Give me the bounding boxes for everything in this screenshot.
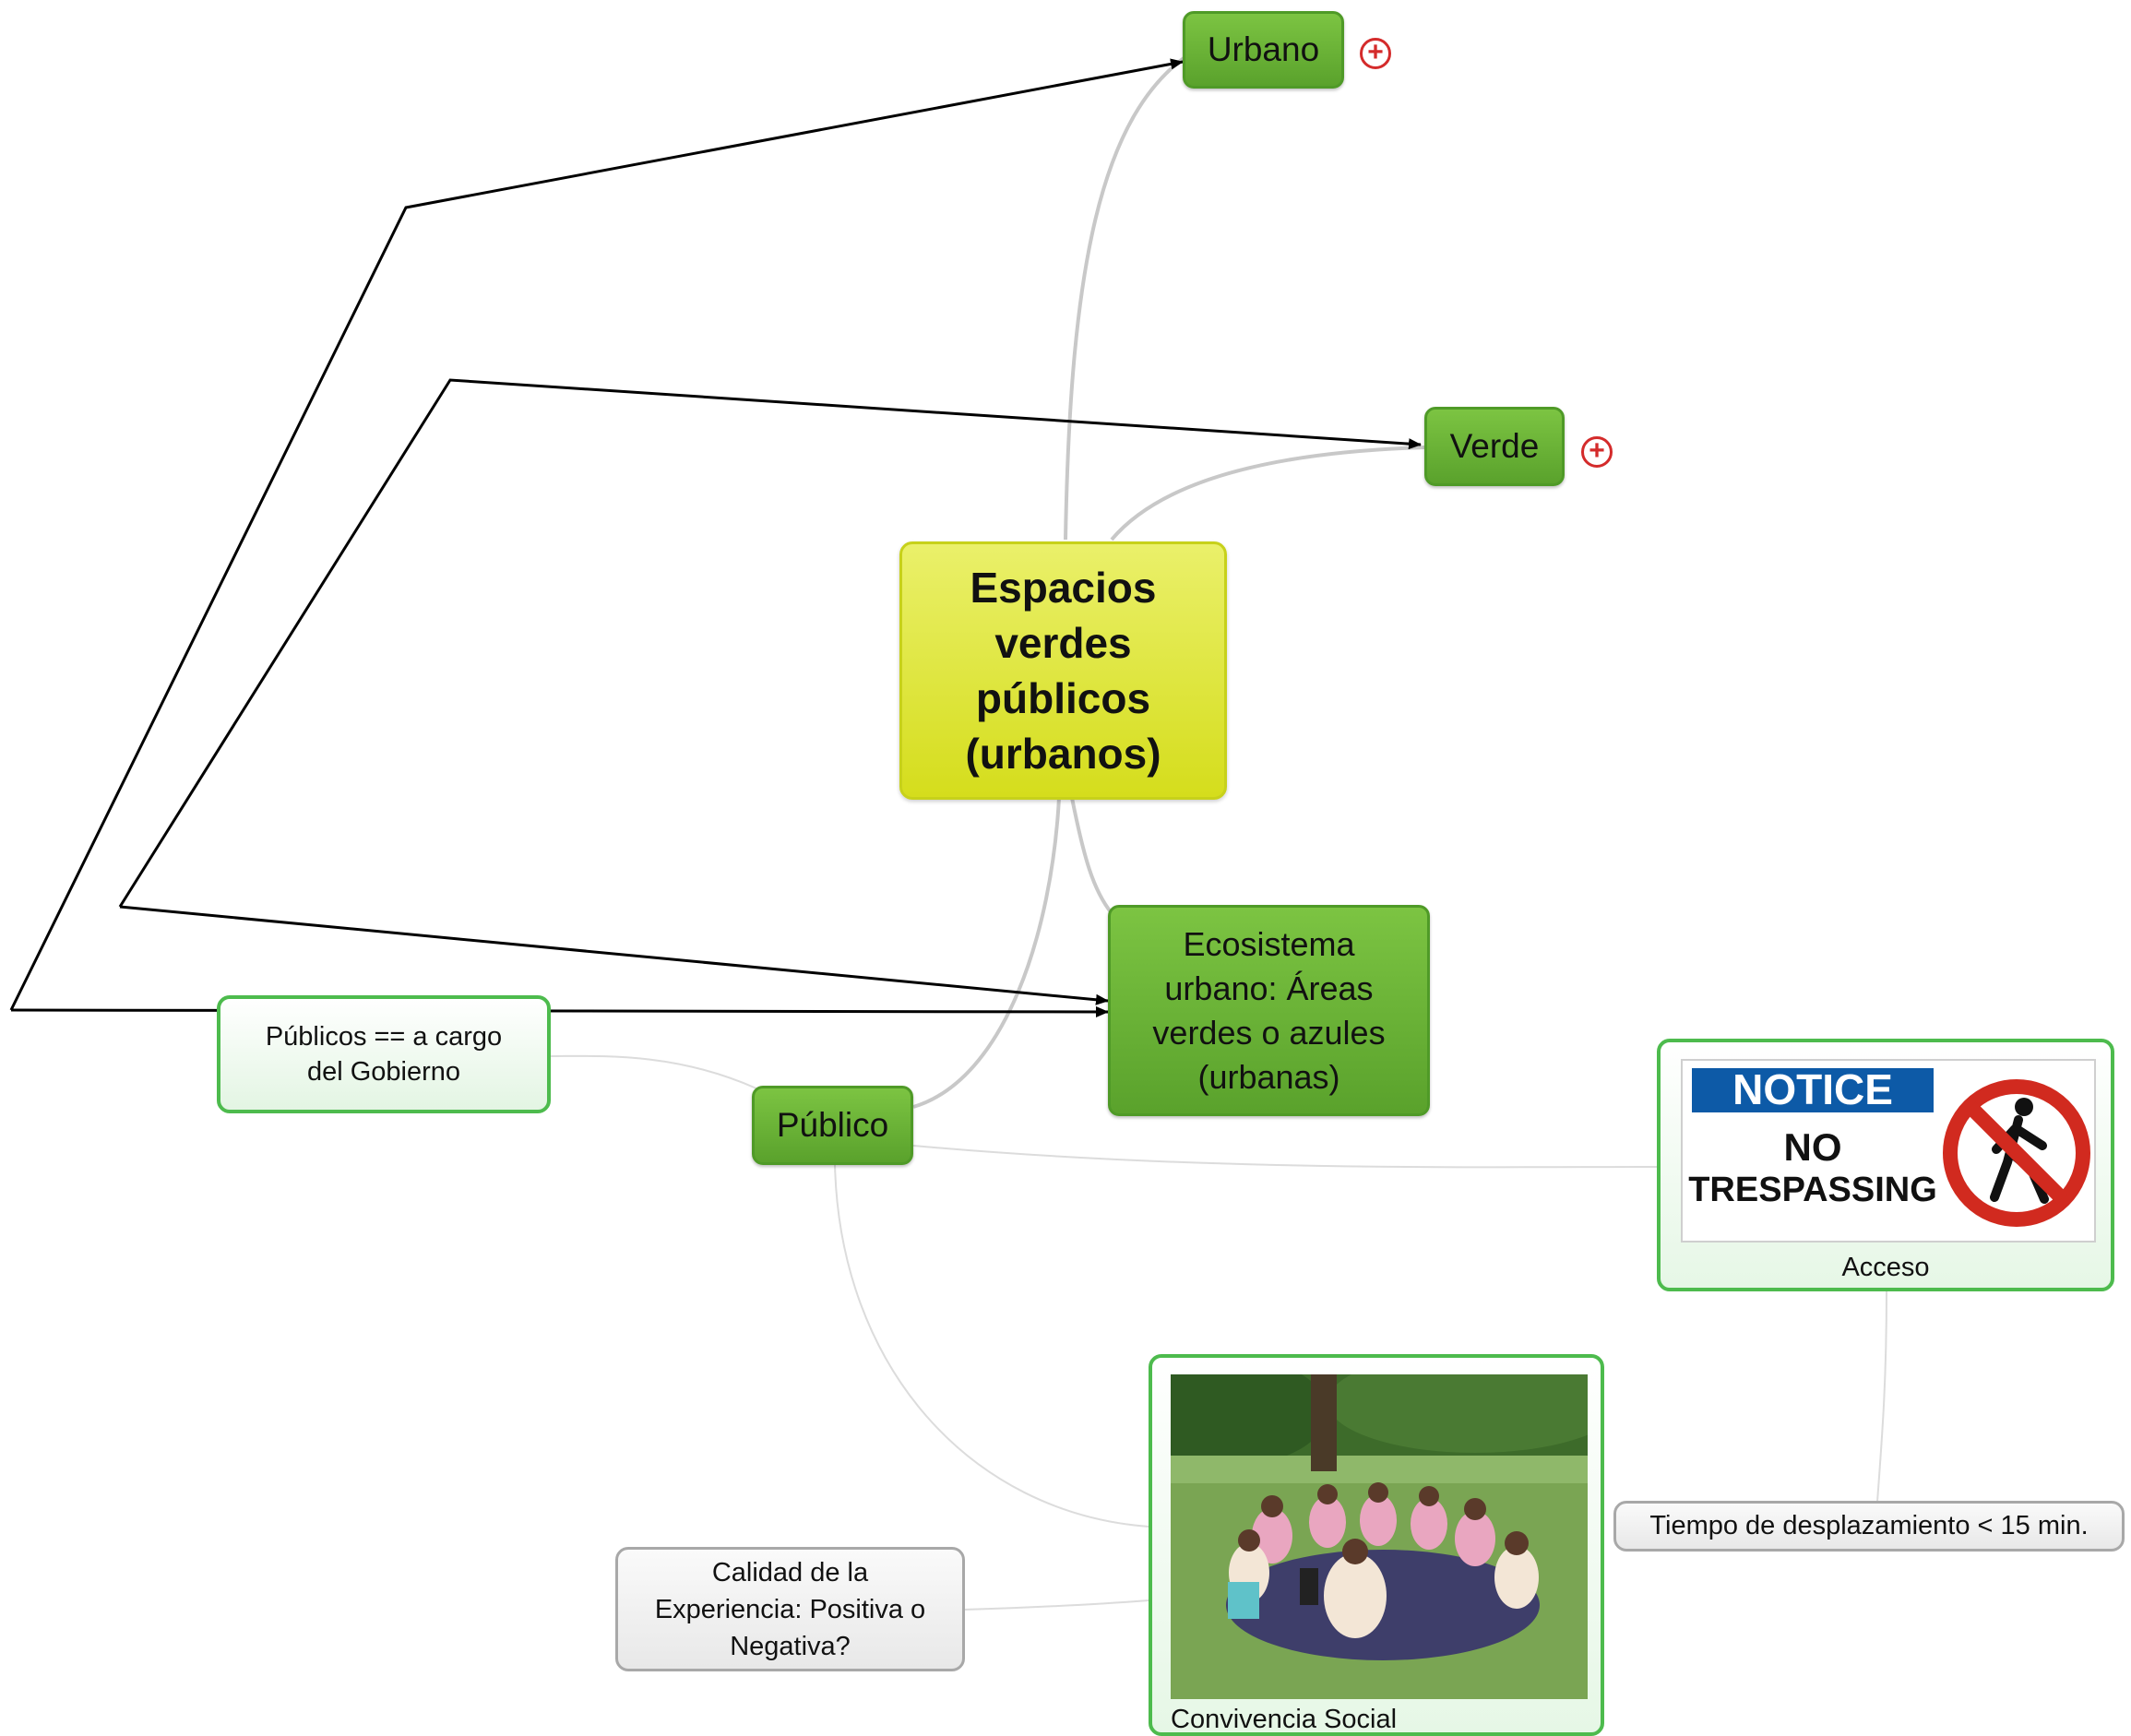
branch-central-urbano (1064, 49, 1196, 541)
branch-central-ecosistema (1070, 797, 1113, 915)
branch-acceso-tiempo (1876, 1290, 1887, 1503)
image-topic-convivencia-caption: Convivencia Social (1171, 1705, 1398, 1734)
topic-urbano-label: Urbano (1207, 30, 1320, 68)
urbano-expand-plus-circle-icon[interactable]: + (1360, 38, 1391, 69)
relationship-arrow-verde (118, 378, 1422, 908)
image-topic-acceso-caption: Acceso (1841, 1253, 1930, 1282)
sign-header-text: NOTICE (1732, 1065, 1893, 1113)
topic-publicos-gobierno-label: Públicos == a cargo del Gobierno (265, 1022, 503, 1087)
branch-central-verde (1110, 446, 1426, 541)
sign-line2-text: TRESPASSING (1688, 1171, 1937, 1209)
topic-urbano[interactable]: Urbano (1183, 11, 1344, 89)
topic-tiempo[interactable]: Tiempo de desplazamiento < 15 min. (1613, 1501, 2125, 1552)
branch-publico-convivencia (834, 1163, 1149, 1528)
picnic-photo-svg (1171, 1374, 1588, 1699)
topic-verde-label: Verde (1449, 427, 1540, 465)
topic-tiempo-label: Tiempo de desplazamiento < 15 min. (1649, 1511, 2089, 1540)
topic-ecosistema[interactable]: Ecosistema urbano: Áreas verdes o azules… (1108, 905, 1430, 1116)
relationship-arrow-urbano (9, 58, 1184, 1011)
verde-expand-plus-circle-icon[interactable]: + (1581, 436, 1613, 468)
branch-publico-acceso (912, 1145, 1659, 1169)
notice-sign-svg: NOTICE NO TRESPASSING (1688, 1065, 2090, 1227)
branch-convivencia-calidad (963, 1599, 1149, 1611)
central-topic[interactable]: Espacios verdes públicos (urbanos) (899, 541, 1227, 800)
no-trespassing-sign-image: NOTICE NO TRESPASSING (1681, 1059, 2096, 1243)
topic-publico[interactable]: Público (752, 1086, 913, 1165)
topic-calidad[interactable]: Calidad de la Experiencia: Positiva o Ne… (615, 1547, 965, 1671)
topic-ecosistema-label: Ecosistema urbano: Áreas verdes o azules… (1152, 924, 1386, 1096)
relationship-arrow-ecosistema-lower (10, 1005, 1109, 1017)
topic-publicos-gobierno[interactable]: Públicos == a cargo del Gobierno (217, 995, 551, 1113)
image-topic-acceso[interactable]: NOTICE NO TRESPASSING Acceso (1657, 1039, 2114, 1291)
topic-publico-label: Público (776, 1106, 889, 1144)
branch-central-publico (912, 797, 1061, 1109)
picnic-group-photo (1171, 1374, 1588, 1699)
no-pedestrian-icon (1943, 1079, 2090, 1227)
sign-line1-text: NO (1784, 1125, 1842, 1169)
image-topic-convivencia[interactable]: Convivencia Social (1149, 1354, 1604, 1736)
branch-publico-gobierno (548, 1054, 757, 1089)
central-topic-label: Espacios verdes públicos (urbanos) (965, 564, 1161, 778)
relationship-arrow-ecosistema-upper (119, 905, 1109, 1005)
topic-verde[interactable]: Verde (1424, 407, 1565, 486)
topic-calidad-label: Calidad de la Experiencia: Positiva o Ne… (654, 1557, 926, 1661)
